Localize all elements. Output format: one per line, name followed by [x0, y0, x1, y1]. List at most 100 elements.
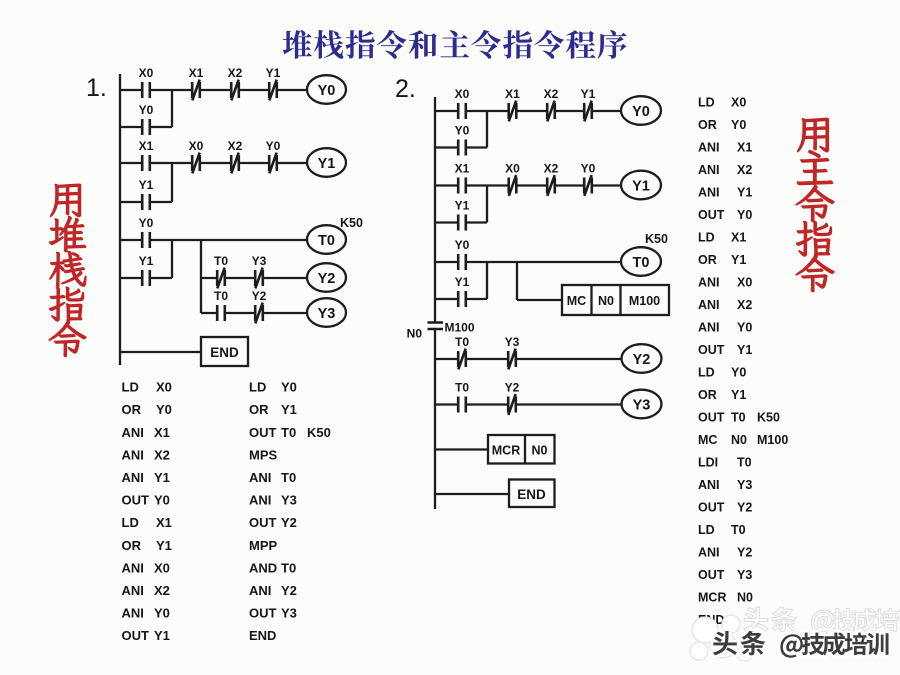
svg-text:MC: MC: [567, 294, 586, 308]
svg-text:M100: M100: [757, 433, 788, 447]
svg-text:N0: N0: [407, 327, 423, 341]
svg-text:X1: X1: [455, 162, 470, 176]
svg-text:Y0: Y0: [455, 238, 470, 252]
svg-text:Y2: Y2: [737, 501, 752, 515]
svg-text:Y0: Y0: [581, 162, 596, 176]
svg-text:ANI: ANI: [122, 425, 144, 440]
svg-text:ANI: ANI: [698, 141, 720, 155]
svg-text:X1: X1: [189, 66, 204, 80]
svg-text:END: END: [249, 628, 276, 643]
svg-text:Y1: Y1: [139, 254, 154, 268]
svg-text:N0: N0: [532, 444, 548, 458]
svg-text:T0: T0: [455, 335, 469, 349]
svg-text:Y3: Y3: [318, 306, 336, 322]
svg-text:Y1: Y1: [737, 186, 752, 200]
svg-text:LD: LD: [698, 523, 715, 537]
svg-text:OUT: OUT: [122, 628, 150, 643]
svg-text:Y1: Y1: [731, 388, 746, 402]
svg-text:MPS: MPS: [249, 447, 278, 462]
svg-text:1.: 1.: [86, 74, 107, 102]
svg-text:OR: OR: [698, 388, 717, 402]
svg-text:OR: OR: [698, 118, 717, 132]
svg-text:X2: X2: [737, 163, 752, 177]
svg-text:Y2: Y2: [281, 583, 297, 598]
svg-text:K50: K50: [645, 232, 668, 246]
svg-text:Y2: Y2: [318, 271, 336, 287]
svg-text:Y0: Y0: [139, 103, 154, 117]
svg-text:Y2: Y2: [633, 352, 651, 368]
svg-text:Y3: Y3: [737, 478, 752, 492]
svg-text:X1: X1: [731, 231, 746, 245]
svg-text:ANI: ANI: [122, 470, 144, 485]
svg-text:Y2: Y2: [252, 289, 267, 303]
svg-text:X2: X2: [737, 298, 752, 312]
svg-text:ANI: ANI: [698, 478, 720, 492]
svg-text:X0: X0: [154, 560, 170, 575]
svg-text:M100: M100: [445, 321, 475, 335]
svg-text:OR: OR: [249, 402, 269, 417]
svg-text:Y1: Y1: [266, 66, 281, 80]
svg-text:X0: X0: [505, 162, 520, 176]
svg-text:AND: AND: [249, 560, 277, 575]
svg-text:Y1: Y1: [154, 628, 170, 643]
svg-text:X1: X1: [156, 515, 172, 530]
svg-text:LD: LD: [122, 515, 139, 530]
svg-text:M100: M100: [629, 294, 660, 308]
svg-text:K50: K50: [757, 411, 780, 425]
svg-text:ANI: ANI: [122, 583, 144, 598]
svg-text:Y1: Y1: [281, 402, 297, 417]
svg-text:OUT: OUT: [698, 568, 725, 582]
svg-text:N0: N0: [598, 294, 614, 308]
svg-text:Y0: Y0: [139, 216, 154, 230]
svg-text:LD: LD: [698, 96, 715, 110]
svg-text:ANI: ANI: [698, 163, 720, 177]
svg-text:T0: T0: [731, 411, 746, 425]
svg-text:Y0: Y0: [737, 208, 752, 222]
svg-text:OUT: OUT: [249, 515, 277, 530]
svg-text:ANI: ANI: [698, 298, 720, 312]
svg-text:Y1: Y1: [154, 470, 170, 485]
svg-text:Y3: Y3: [281, 606, 297, 621]
svg-text:Y1: Y1: [731, 253, 746, 267]
svg-text:Y1: Y1: [737, 343, 752, 357]
svg-text:Y1: Y1: [139, 178, 154, 192]
svg-text:X2: X2: [544, 162, 559, 176]
svg-text:OUT: OUT: [698, 411, 725, 425]
svg-text:T0: T0: [318, 233, 335, 249]
svg-text:Y0: Y0: [266, 139, 281, 153]
svg-text:LD: LD: [698, 366, 715, 380]
svg-text:T0: T0: [633, 255, 650, 271]
svg-text:T0: T0: [737, 456, 752, 470]
svg-text:Y0: Y0: [731, 118, 746, 132]
svg-text:MPP: MPP: [249, 538, 278, 553]
svg-text:X0: X0: [139, 66, 154, 80]
svg-text:T0: T0: [214, 289, 228, 303]
svg-text:Y1: Y1: [632, 178, 650, 194]
svg-text:ANI: ANI: [698, 546, 720, 560]
svg-text:X2: X2: [154, 447, 170, 462]
svg-text:Y0: Y0: [154, 606, 170, 621]
svg-text:Y1: Y1: [318, 156, 336, 172]
svg-text:X1: X1: [154, 425, 170, 440]
svg-text:X0: X0: [156, 380, 172, 395]
svg-text:X0: X0: [737, 276, 752, 290]
svg-text:K50: K50: [307, 425, 331, 440]
svg-text:Y0: Y0: [731, 366, 746, 380]
svg-text:ANI: ANI: [249, 493, 271, 508]
svg-text:N0: N0: [731, 433, 747, 447]
svg-text:Y3: Y3: [633, 397, 651, 413]
svg-text:LD: LD: [249, 380, 266, 395]
svg-text:OR: OR: [698, 253, 717, 267]
svg-text:ANI: ANI: [249, 583, 271, 598]
svg-text:OUT: OUT: [249, 425, 277, 440]
svg-text:ANI: ANI: [698, 321, 720, 335]
svg-text:X2: X2: [544, 87, 559, 101]
svg-text:ANI: ANI: [122, 560, 144, 575]
svg-text:X1: X1: [505, 87, 520, 101]
svg-text:2.: 2.: [395, 75, 416, 103]
svg-text:Y2: Y2: [505, 381, 520, 395]
svg-text:Y0: Y0: [156, 402, 172, 417]
svg-text:Y2: Y2: [737, 546, 752, 560]
svg-text:T0: T0: [281, 560, 296, 575]
svg-text:Y1: Y1: [581, 87, 596, 101]
